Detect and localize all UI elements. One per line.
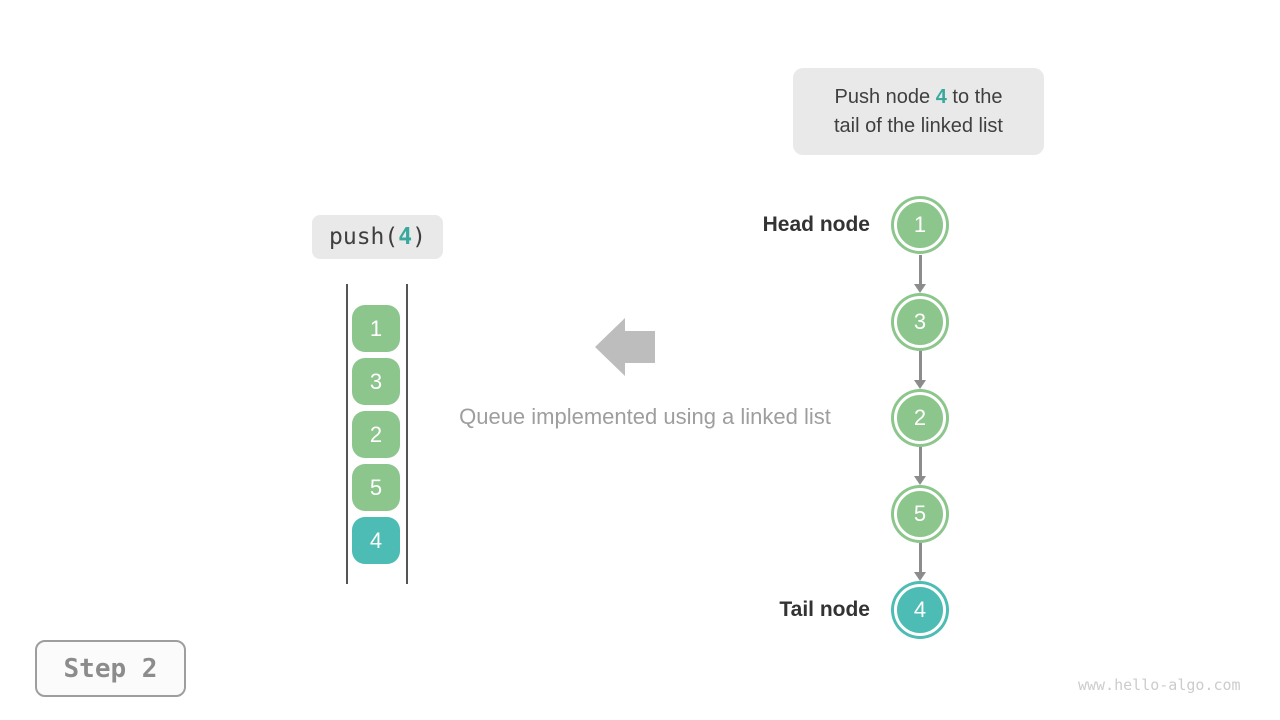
connector-arrow [919, 543, 922, 572]
tail-node-label: Tail node [779, 598, 870, 621]
connector-arrow [919, 255, 922, 284]
watermark: www.hello-algo.com [1078, 676, 1241, 694]
queue-caption: Queue implemented using a linked list [459, 404, 831, 429]
connector-arrowhead-icon [914, 284, 926, 293]
connector-arrowhead-icon [914, 476, 926, 485]
arrow-left-icon-tail [625, 331, 655, 363]
arrow-left-icon [595, 318, 625, 376]
annotation-highlight-number: 4 [935, 85, 947, 108]
stack-item: 2 [352, 411, 400, 458]
stack-right-wall [406, 284, 408, 584]
push-call-label: push(4) [312, 215, 443, 259]
linked-list-node: 5 [894, 488, 946, 540]
stack-item: 1 [352, 305, 400, 352]
connector-arrowhead-icon [914, 572, 926, 581]
push-call-arg: 4 [398, 224, 413, 250]
linked-list-node: 3 [894, 296, 946, 348]
connector-arrow [919, 447, 922, 476]
annotation-line-1: Push node 4 to the [835, 83, 1003, 112]
queue-array: 1 3 2 5 4 [352, 305, 400, 564]
linked-list-node-tail: 4 [894, 584, 946, 636]
annotation-text: Push node [834, 85, 936, 108]
head-node-label: Head node [762, 213, 870, 236]
stack-item: 3 [352, 358, 400, 405]
connector-arrowhead-icon [914, 380, 926, 389]
stack-item: 5 [352, 464, 400, 511]
annotation-text: to the [946, 85, 1003, 108]
annotation-bubble: Push node 4 to the tail of the linked li… [793, 68, 1044, 155]
step-badge: Step 2 [35, 640, 186, 697]
push-call-text: ) [412, 224, 426, 250]
connector-arrow [919, 351, 922, 380]
linked-list-node: 1 [894, 199, 946, 251]
stack-item-pushed: 4 [352, 517, 400, 564]
linked-list-node: 2 [894, 392, 946, 444]
push-call-text: push( [329, 224, 399, 250]
annotation-line-2: tail of the linked list [834, 114, 1003, 137]
stack-left-wall [346, 284, 348, 584]
